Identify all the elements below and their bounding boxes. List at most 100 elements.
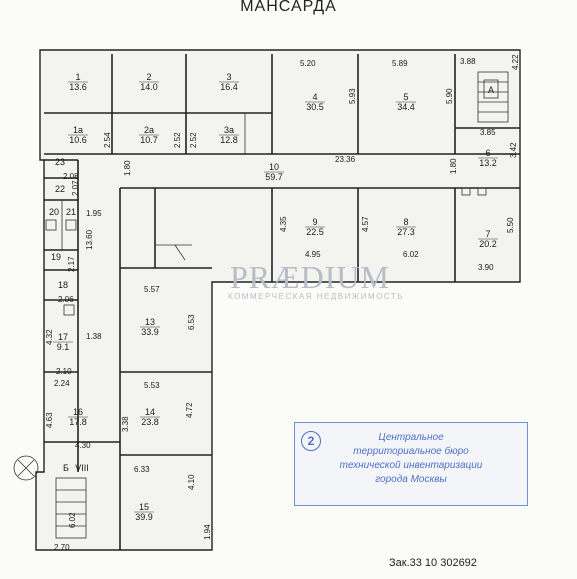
dimension-label: 5.90	[445, 88, 454, 104]
room-area-5: 34.4	[397, 102, 415, 112]
dimension-label: 4.72	[185, 402, 194, 418]
dimension-label: 4.35	[279, 216, 288, 232]
dimension-label: 4.22	[511, 54, 520, 70]
dimension-label: 4.63	[45, 412, 54, 428]
room-area-4: 30.5	[306, 102, 324, 112]
room-number-21: 21	[66, 207, 76, 217]
building-outline	[35, 49, 521, 551]
room-number-9: 9	[312, 217, 317, 227]
dimension-label: 23.36	[335, 155, 356, 164]
dimension-label: 2.17	[67, 256, 76, 272]
stair-labels: A Б VIII	[63, 85, 494, 473]
room-area-15: 39.9	[135, 512, 153, 522]
dimension-label: 4.32	[45, 329, 54, 345]
stamp-line: технической инвентаризации	[339, 460, 483, 471]
dimension-label: 2.10	[56, 367, 72, 376]
room-number-7: 7	[485, 229, 490, 239]
dimension-label: 2.07	[71, 180, 80, 196]
plan-title: МАНСАРДА	[240, 0, 337, 15]
stamp-line: города Москвы	[375, 474, 447, 485]
dimension-label: 6.02	[68, 512, 77, 528]
room-area-10: 59.7	[265, 172, 283, 182]
watermark-subtitle: КОММЕРЧЕСКАЯ НЕДВИЖИМОСТЬ	[228, 292, 405, 301]
room-number-6: 6	[485, 148, 490, 158]
dimension-label: 6.33	[134, 465, 150, 474]
dimension-label: 5.93	[348, 88, 357, 104]
room-number-10: 10	[269, 162, 279, 172]
room-number-3: 3	[226, 72, 231, 82]
dimension-label: 1.94	[203, 524, 212, 540]
room-number-1a: 1а	[73, 125, 83, 135]
dimension-label: 5.20	[300, 59, 316, 68]
room-number-3a: 3а	[224, 125, 234, 135]
room-area-2a: 10.7	[140, 135, 158, 145]
room-number-16: 16	[73, 407, 83, 417]
dimension-label: 5.53	[144, 381, 160, 390]
room-number-1: 1	[75, 72, 80, 82]
dimension-label: 5.57	[144, 285, 160, 294]
room-area-13: 33.9	[141, 327, 159, 337]
dimension-label: 4.10	[187, 474, 196, 490]
watermark-brand: PRÆDIUM	[230, 259, 390, 295]
stamp-line: территориальное бюро	[353, 446, 469, 457]
dimension-label: 4.95	[305, 250, 321, 259]
dimension-label: 2.06	[58, 295, 74, 304]
dimension-label: 4.30	[75, 441, 91, 450]
dimension-label: 5.50	[506, 217, 515, 233]
room-area-14: 23.8	[141, 417, 159, 427]
dimension-label: 3.88	[460, 57, 476, 66]
dimension-label: 1.95	[86, 209, 102, 218]
stair-label-A: A	[488, 85, 494, 95]
room-number-2: 2	[146, 72, 151, 82]
room-area-2: 14.0	[140, 82, 158, 92]
dimension-label: 4.57	[361, 216, 370, 232]
dimension-label: 6.53	[187, 314, 196, 330]
room-number-20: 20	[49, 207, 59, 217]
room-number-19: 19	[51, 252, 61, 262]
dimension-label: 2.24	[54, 379, 70, 388]
dimension-label: 6.02	[403, 250, 419, 259]
room-area-16: 17.8	[69, 417, 87, 427]
room-number-13: 13	[145, 317, 155, 327]
stamp-line: Центральное	[378, 432, 444, 443]
room-number-15: 15	[139, 502, 149, 512]
dimension-label: 3.90	[478, 263, 494, 272]
dimension-label: 1.80	[449, 158, 458, 174]
room-area-9: 22.5	[306, 227, 324, 237]
room-number-2a: 2а	[144, 125, 154, 135]
room-number-22: 22	[55, 184, 65, 194]
stair-label-VIII: VIII	[75, 463, 89, 473]
room-area-1: 13.6	[69, 82, 87, 92]
dimension-label: 2.08	[63, 172, 79, 181]
stair-label-B: Б	[63, 463, 69, 473]
dimension-label: 2.52	[173, 132, 182, 148]
dimension-label: 5.89	[392, 59, 408, 68]
document-number: Зак.33 10 302692	[389, 557, 477, 569]
room-number-8: 8	[403, 217, 408, 227]
dimension-label: 3.85	[480, 128, 496, 137]
room-area-1a: 10.6	[69, 135, 87, 145]
room-number-4: 4	[312, 92, 317, 102]
room-labels: 113.6214.0316.4430.5534.41а10.62а10.73а1…	[49, 72, 498, 522]
dimension-label: 2.52	[189, 132, 198, 148]
room-area-17: 9.1	[57, 342, 70, 352]
room-number-23: 23	[55, 157, 65, 167]
dimension-label: 3.42	[509, 142, 518, 158]
dimension-label: 1.80	[123, 160, 132, 176]
room-area-3: 16.4	[220, 82, 238, 92]
watermark: PRÆDIUM КОММЕРЧЕСКАЯ НЕДВИЖИМОСТЬ	[150, 259, 405, 301]
room-area-3a: 12.8	[220, 135, 238, 145]
room-number-14: 14	[145, 407, 155, 417]
dimension-label: 2.70	[54, 543, 70, 552]
room-number-18: 18	[58, 280, 68, 290]
room-area-8: 27.3	[397, 227, 415, 237]
room-number-5: 5	[403, 92, 408, 102]
dimension-label: 13.60	[85, 229, 94, 250]
dimension-label: 3.38	[121, 416, 130, 432]
room-number-17: 17	[58, 332, 68, 342]
room-area-6: 13.2	[479, 158, 497, 168]
room-area-7: 20.2	[479, 239, 497, 249]
bti-stamp: 2 Центральное территориальное бюро техни…	[294, 422, 528, 506]
